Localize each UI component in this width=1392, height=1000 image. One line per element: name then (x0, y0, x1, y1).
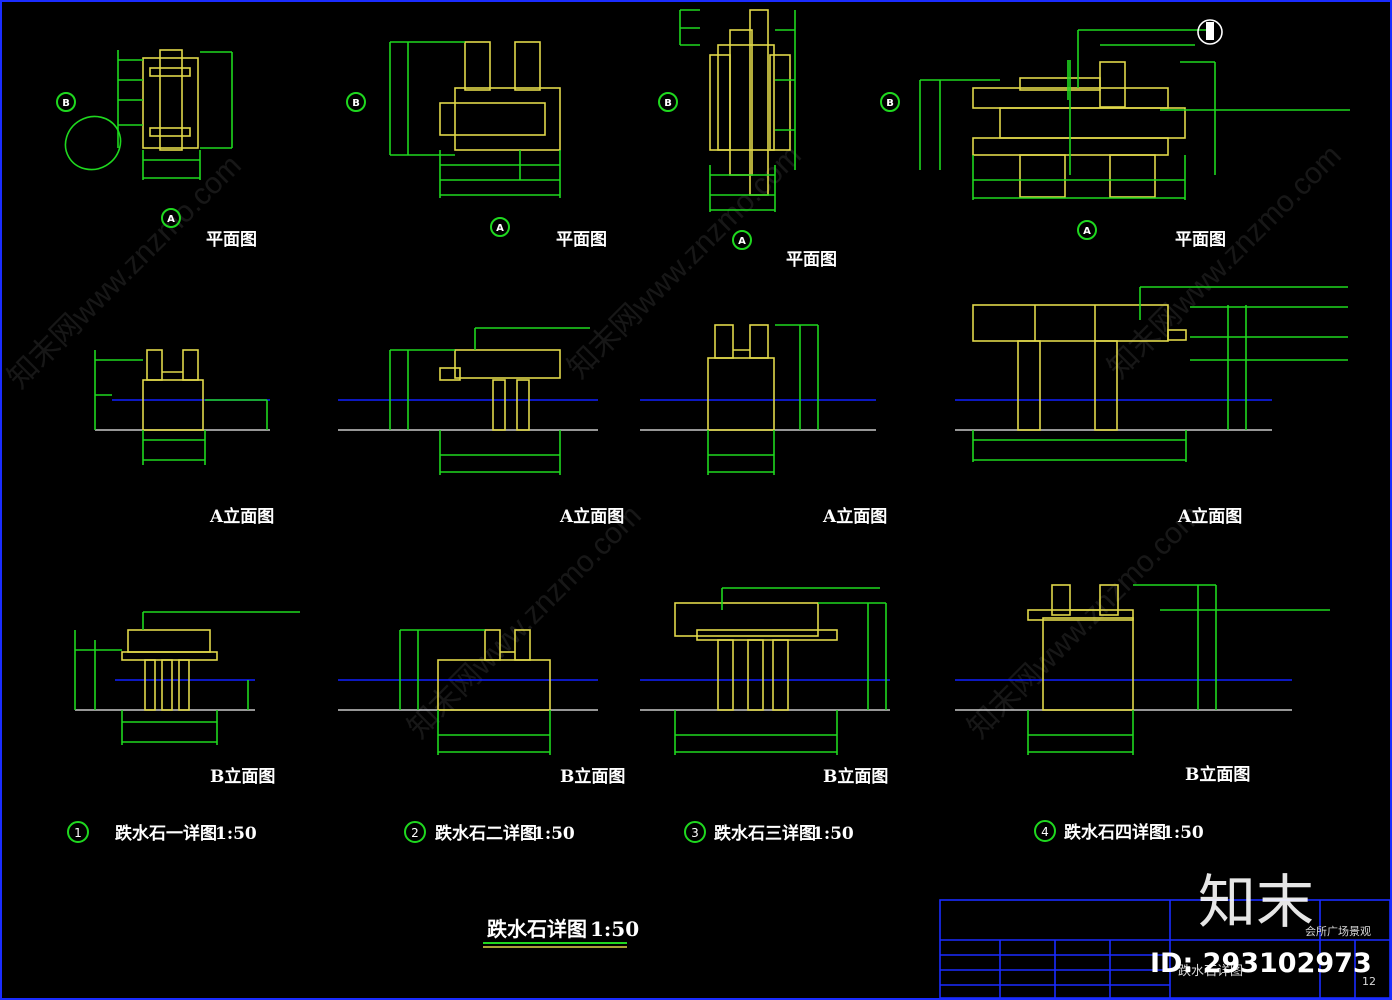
detail-1-plan (64, 49, 233, 180)
title-block-drawing-name: 跌水石详图 (1178, 963, 1243, 979)
svg-text:A: A (1083, 226, 1091, 237)
svg-text:B: B (62, 98, 70, 109)
detail-2-plan (389, 41, 561, 198)
title-block: 会所广场景观 跌水石详图 12 (939, 899, 1391, 999)
detail-3-plan (679, 9, 796, 212)
section-marker-b-icon: B (658, 92, 678, 112)
main-drawing-title: 跌水石详图 1:50 (483, 917, 639, 948)
detail-scale: 1:50 (533, 824, 575, 844)
detail-scale: 1:50 (215, 824, 257, 844)
watermark-layer: 知末网www.znzmo.com 知末网www.znzmo.com 知末网www… (2, 139, 1348, 745)
detail-number-icon: 1 (67, 821, 89, 843)
brand-logo: 知末 (1198, 868, 1314, 936)
elevation-a-label: A立面图 (822, 506, 887, 527)
main-title: 跌水石详图 (487, 917, 587, 941)
plan-label: 平面图 (206, 230, 257, 250)
elevation-a-label: A立面图 (209, 506, 274, 527)
detail-caption-1: 1 跌水石一详图 1:50 (67, 821, 257, 844)
plan-label: 平面图 (786, 250, 837, 270)
north-arrow-icon (1197, 19, 1223, 45)
detail-3-elevation-a: A立面图 (640, 324, 887, 527)
brand-watermark: 知末 ID: 293102973 (1150, 868, 1372, 979)
detail-scale: 1:50 (812, 824, 854, 844)
watermark-text: 知末网www.znzmo.com (2, 149, 248, 395)
detail-1-elevation-a: A立面图 (94, 349, 274, 527)
detail-number-icon: 3 (684, 821, 706, 843)
elevation-a-label: A立面图 (559, 506, 624, 527)
section-marker-a-icon: A (732, 230, 752, 250)
svg-text:A: A (496, 223, 504, 234)
svg-text:1: 1 (74, 826, 82, 840)
section-marker-b-icon: B (346, 92, 366, 112)
detail-1-elevation-b: B立面图 (74, 611, 300, 787)
watermark-text: 知末网www.znzmo.com (1102, 139, 1348, 385)
detail-2-elevation-b: B立面图 (338, 629, 625, 787)
svg-text:2: 2 (411, 826, 419, 840)
detail-4-elevation-a: A立面图 (955, 286, 1348, 527)
section-marker-b-icon: B (880, 92, 900, 112)
elevation-b-label: B立面图 (210, 766, 275, 787)
detail-4-plan-markers: B A 平面图 (880, 92, 1226, 250)
section-marker-a-icon: A (161, 208, 181, 228)
watermark-text: 知末网www.znzmo.com (962, 499, 1208, 745)
svg-text:4: 4 (1041, 825, 1049, 839)
svg-text:B: B (886, 98, 894, 109)
detail-3-elevation-b: B立面图 (640, 587, 890, 787)
detail-scale: 1:50 (1162, 823, 1204, 843)
detail-caption-2: 2 跌水石二详图 1:50 (404, 821, 575, 844)
detail-4-elevation-b: B立面图 (955, 584, 1330, 785)
elevation-a-label: A立面图 (1177, 506, 1242, 527)
detail-2-plan-markers: B A 平面图 (346, 92, 607, 250)
detail-3-plan-markers: B A 平面图 (658, 92, 837, 270)
detail-title: 跌水石一详图 (115, 823, 217, 844)
detail-title: 跌水石二详图 (435, 823, 537, 844)
detail-1-plan-markers: B A 平面图 (56, 92, 257, 250)
detail-number-icon: 2 (404, 821, 426, 843)
section-marker-a-icon: A (1077, 220, 1097, 240)
detail-4-plan (919, 19, 1350, 200)
svg-text:3: 3 (691, 826, 699, 840)
detail-title: 跌水石四详图 (1064, 822, 1166, 843)
plan-label: 平面图 (1175, 230, 1226, 250)
svg-text:B: B (352, 98, 360, 109)
elevation-b-label: B立面图 (1185, 764, 1250, 785)
detail-caption-4: 4 跌水石四详图 1:50 (1034, 820, 1204, 843)
elevation-b-label: B立面图 (560, 766, 625, 787)
title-block-project: 会所广场景观 (1305, 924, 1371, 938)
section-marker-a-icon: A (490, 217, 510, 237)
watermark-id: ID: 293102973 (1150, 948, 1372, 979)
elevation-b-label: B立面图 (823, 766, 888, 787)
detail-2-elevation-a: A立面图 (338, 327, 624, 527)
plan-label: 平面图 (556, 230, 607, 250)
title-block-sheet: 12 (1362, 975, 1376, 988)
detail-caption-3: 3 跌水石三详图 1:50 (684, 821, 854, 844)
section-marker-b-icon: B (56, 92, 76, 112)
main-scale: 1:50 (590, 917, 639, 941)
detail-number-icon: 4 (1034, 820, 1056, 842)
detail-title: 跌水石三详图 (714, 823, 816, 844)
svg-text:B: B (664, 98, 672, 109)
svg-text:A: A (167, 214, 175, 225)
svg-text:A: A (738, 236, 746, 247)
